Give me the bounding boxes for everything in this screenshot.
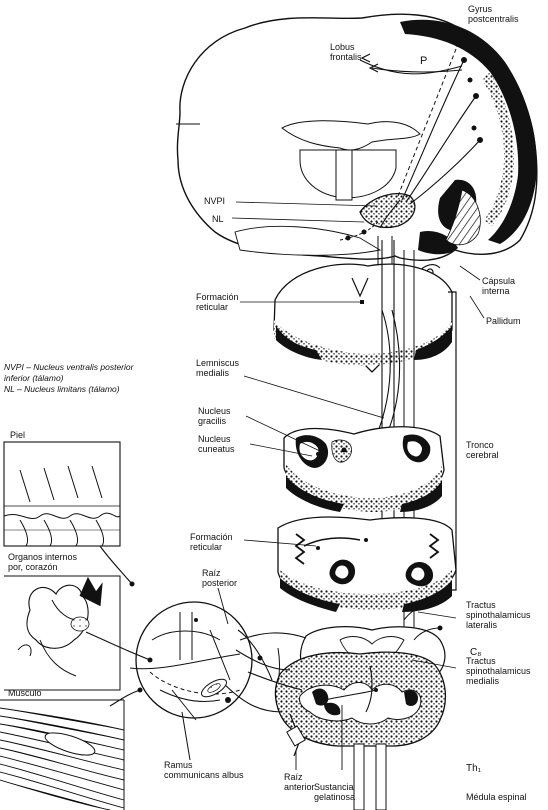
label-formacion-reticular-2: Formación reticular xyxy=(190,532,246,552)
th1-text: Th₁ xyxy=(466,763,481,774)
label-p-1: P xyxy=(420,56,427,66)
label-th1: Th₁ xyxy=(466,764,481,774)
label-pallidum: Pallidum xyxy=(486,316,521,326)
label-raiz-posterior: Raíz posterior xyxy=(202,568,246,588)
label-gyrus-postcentralis: Gyrus postcentralis xyxy=(468,4,538,24)
label-nucleus-gracilis: Nucleus gracilis xyxy=(198,406,242,426)
capsula-interna-text: Cápsula interna xyxy=(482,276,530,296)
piel-text: Piel xyxy=(10,430,25,440)
label-tractus-spinothalamicus-medialis: Tractus spinothalamicus medialis xyxy=(466,656,542,686)
gyrus-postcentralis-text: Gyrus postcentralis xyxy=(468,4,538,24)
sustancia-gelatinosa-text: Sustancia gelatinosa xyxy=(314,782,364,802)
ramus-communicans-text: Ramus communicans albus xyxy=(164,760,246,780)
organos-internos-text: Organos internos por, corazón xyxy=(8,552,92,572)
label-nvpi: NVPI xyxy=(204,196,225,206)
formacion-reticular-text: Formación reticular xyxy=(196,292,252,312)
peripheral-receptors xyxy=(0,442,153,810)
medula-espinal-text: Médula espinal xyxy=(466,792,527,802)
label-nl: NL xyxy=(212,214,224,224)
lemniscus-medialis-text: Lemniscus medialis xyxy=(196,358,244,378)
legend-line-3: NL – Nucleus limitans (tálamo) xyxy=(4,384,133,395)
abbreviation-legend: NVPI – Nucleus ventralis posterior infer… xyxy=(4,362,133,395)
label-organos-internos: Organos internos por, corazón xyxy=(8,552,92,572)
label-capsula-interna: Cápsula interna xyxy=(482,276,530,296)
legend-line-1: NVPI – Nucleus ventralis posterior xyxy=(4,362,133,373)
nucleus-gracilis-text: Nucleus gracilis xyxy=(198,406,242,426)
label-tronco-cerebral: Tronco cerebral xyxy=(466,440,510,460)
nl-text: NL xyxy=(212,214,224,224)
lobus-frontalis-text: Lobus frontalis xyxy=(330,42,374,62)
label-formacion-reticular-1: Formación reticular xyxy=(196,292,252,312)
tractus-lateralis-text: Tractus spinothalamicus lateralis xyxy=(466,600,542,630)
brainstem-sections xyxy=(274,240,456,640)
formacion-reticular-2-text: Formación reticular xyxy=(190,532,246,552)
label-lobus-frontalis: Lobus frontalis xyxy=(330,42,374,62)
raiz-posterior-text: Raíz posterior xyxy=(202,568,246,588)
musculo-text: Musculo xyxy=(8,688,42,698)
tractus-medialis-text: Tractus spinothalamicus medialis xyxy=(466,656,542,686)
label-lemniscus-medialis: Lemniscus medialis xyxy=(196,358,244,378)
pallidum-text: Pallidum xyxy=(486,316,521,326)
label-tractus-spinothalamicus-lateralis: Tractus spinothalamicus lateralis xyxy=(466,600,542,630)
label-musculo: Musculo xyxy=(8,688,42,698)
label-sustancia-gelatinosa: Sustancia gelatinosa xyxy=(314,782,364,802)
label-medula-espinal: Médula espinal xyxy=(466,792,527,802)
label-ramus-communicans-albus: Ramus communicans albus xyxy=(164,760,246,780)
nvpi-text: NVPI xyxy=(204,196,225,206)
tronco-cerebral-text: Tronco cerebral xyxy=(466,440,510,460)
p-text: P xyxy=(420,55,427,67)
nucleus-cuneatus-text: Nucleus cuneatus xyxy=(198,434,248,454)
label-nucleus-cuneatus: Nucleus cuneatus xyxy=(198,434,248,454)
legend-line-2: inferior (tálamo) xyxy=(4,373,133,384)
label-piel: Piel xyxy=(10,430,25,440)
